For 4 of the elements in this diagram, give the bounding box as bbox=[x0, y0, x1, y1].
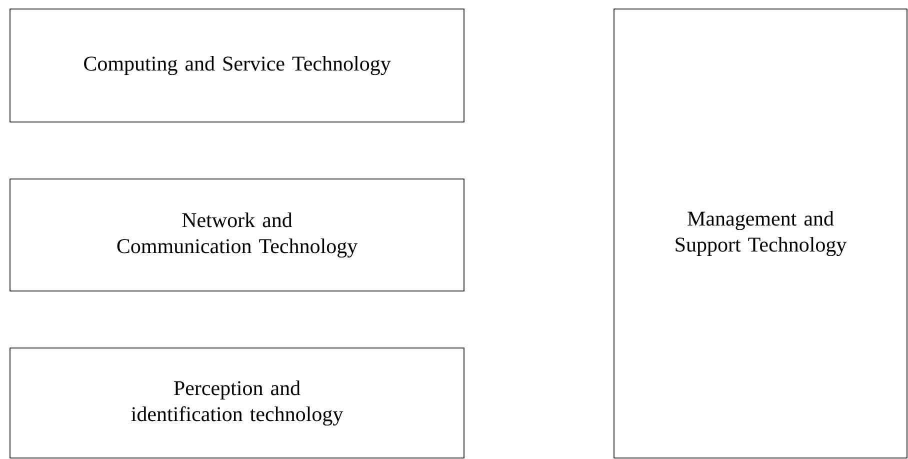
text-box: Management and Support Technology bbox=[614, 8, 908, 458]
text-box: Perception and identification technology bbox=[10, 348, 464, 458]
text-box: Network and Communication Technology bbox=[10, 178, 464, 292]
text-box: Computing and Service Technology bbox=[10, 8, 464, 122]
